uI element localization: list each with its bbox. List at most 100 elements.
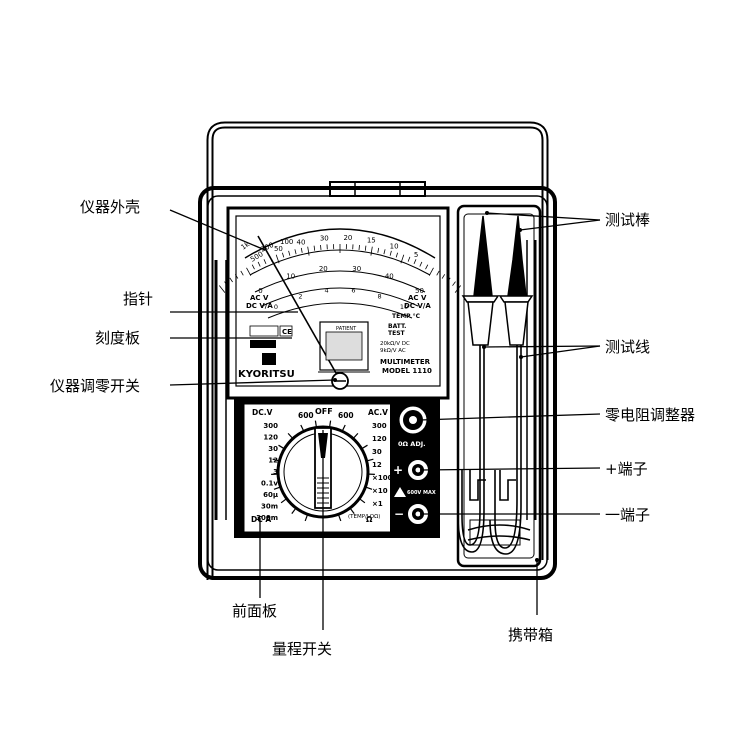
warning-icon <box>394 487 406 497</box>
dial-tick <box>272 458 279 462</box>
scale-tick <box>452 281 456 286</box>
scale-tick <box>364 245 367 251</box>
spec-label-ac: 9kΩ/V AC <box>380 348 406 354</box>
scale-tick <box>395 252 398 258</box>
callout-dots <box>333 211 539 562</box>
scale-top-label: 20 <box>343 234 352 242</box>
scale-tick <box>419 261 423 267</box>
scale-tick <box>313 245 316 251</box>
scale-left-1k: 1k <box>240 240 252 252</box>
scale-tick <box>275 254 280 264</box>
dial-tick <box>359 498 366 504</box>
scale-top-label: 30 <box>320 235 329 243</box>
callout-scale-plate: 刻度板 <box>95 329 140 347</box>
scale-tick <box>282 252 285 258</box>
right-acv-label: AC V <box>408 294 427 302</box>
minus-sign: − <box>394 507 404 521</box>
temp-label: TEMP °C <box>392 313 421 320</box>
callout-test-lead: 测试线 <box>605 338 650 356</box>
test-label: TEST <box>388 330 406 337</box>
callout-zero-adjust: 仪器调零开关 <box>50 377 140 395</box>
top-range-left: 600 <box>298 411 314 420</box>
right-range-label: 30 <box>372 448 382 456</box>
dial-tick <box>314 420 317 427</box>
test-probes <box>461 215 534 346</box>
scale-tick <box>436 270 440 276</box>
left-range-label: 30m <box>261 503 278 511</box>
left-range-label: 30 <box>268 445 278 453</box>
scale-top-label: 5 <box>414 251 418 259</box>
scale-low-label: 10 <box>400 303 408 311</box>
left-dcva-label: DC V/A <box>246 302 273 310</box>
dial-tick <box>342 424 346 431</box>
dial-tick <box>273 486 280 490</box>
max-voltage-label: 600V MAX <box>407 490 436 496</box>
callout-test-probe: 测试棒 <box>605 211 650 229</box>
scale-tick <box>263 259 267 265</box>
scale-tick <box>447 277 451 283</box>
scale-low-label: 6 <box>351 287 355 295</box>
dial-tick <box>300 424 304 431</box>
left-acv-label: AC V <box>250 294 269 302</box>
callout-plus-terminal: +端子 <box>605 460 648 478</box>
carrying-case <box>198 121 557 580</box>
scale-low-label: 2 <box>298 292 302 300</box>
scale-mid-label: 50 <box>415 287 424 295</box>
right-dcva-label: DC V/A <box>404 302 431 310</box>
scale-tick <box>425 264 429 270</box>
callout-minus-terminal: 一端子 <box>605 506 650 524</box>
dial-tick <box>329 420 332 427</box>
right-range-label: 120 <box>372 435 387 443</box>
top-range-right: 600 <box>338 411 354 420</box>
scale-left-100: 100 <box>280 238 293 246</box>
dial-tick <box>304 514 308 522</box>
plus-terminal[interactable] <box>406 458 430 482</box>
probe-compartment <box>456 204 542 568</box>
left-range-label: 300m <box>256 514 278 522</box>
scale-tick <box>441 274 446 279</box>
acv-label: AC.V <box>368 408 388 417</box>
spec-label-dc: 20kΩ/V DC <box>380 341 410 347</box>
test-leads <box>457 345 531 555</box>
plus-sign: + <box>393 463 403 477</box>
right-range-label: ×100 <box>372 474 393 482</box>
callout-zero-ohm-adjuster: 零电阻调整器 <box>605 406 695 424</box>
scale-tick <box>307 246 310 256</box>
zero-ohm-adjuster[interactable] <box>398 405 428 435</box>
scale-tick <box>257 261 261 267</box>
right-range-label: ×1 <box>372 500 383 508</box>
zero-adjust-screw[interactable] <box>331 372 349 390</box>
scale-top-label: 10 <box>390 242 399 250</box>
scale-tick <box>288 250 291 256</box>
scale-tick <box>300 247 303 253</box>
front-panel: DC.V AC.V OFF 300120301230.1v60μ30m300m … <box>234 398 440 538</box>
model-number: MODEL 1110 <box>382 367 432 375</box>
scale-mid-label: 30 <box>352 265 361 273</box>
dial-tick <box>291 508 296 514</box>
scale-low-label: 8 <box>378 292 382 300</box>
scale-low-label: 4 <box>325 287 329 295</box>
scale-tick <box>294 249 297 255</box>
scale-top-label: 50 <box>274 245 283 253</box>
scale-tick <box>407 256 411 262</box>
left-range-label: 60μ <box>263 491 278 499</box>
scale-low-label: 0 <box>274 303 278 311</box>
callout-pointer: 指针 <box>123 290 153 308</box>
scale-tick <box>246 267 252 276</box>
right-range-label: ×10 <box>372 487 388 495</box>
scale-tick <box>383 249 386 255</box>
scale-tick <box>229 277 233 283</box>
brand-name: KYORITSU <box>238 369 295 380</box>
ohm-label: Ω <box>366 515 373 524</box>
callout-front-panel: 前面板 <box>232 602 277 620</box>
left-range-label: 300 <box>263 422 278 430</box>
scale-tick <box>413 259 417 265</box>
mirror-label: PATIENT <box>336 326 357 332</box>
scale-tick <box>400 254 405 264</box>
dial-tick <box>353 432 359 439</box>
dial-tick <box>367 458 374 462</box>
